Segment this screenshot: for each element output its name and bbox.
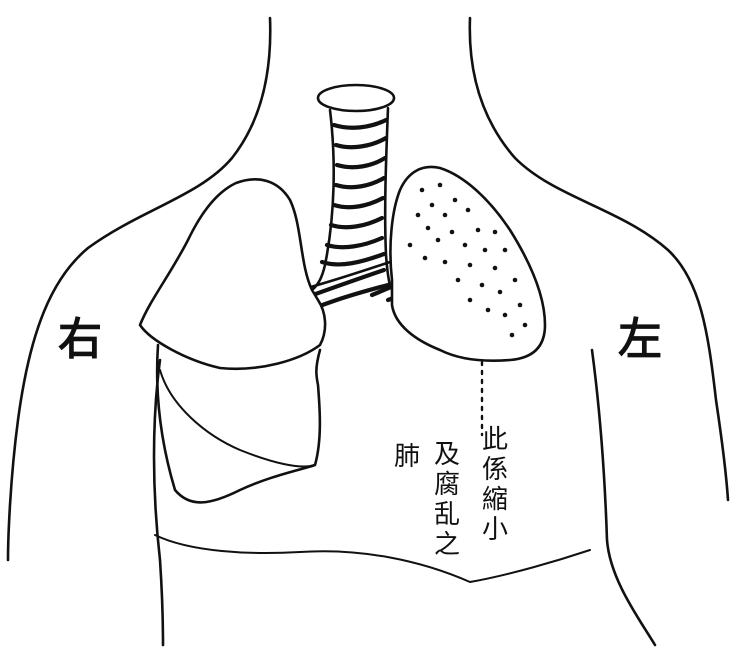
left-lung [390, 167, 545, 361]
annotation-column-3: 肺 [392, 442, 422, 472]
trachea-top-ring [318, 85, 394, 111]
right-lung [140, 179, 325, 502]
right-side-label: 右 [58, 318, 102, 362]
left-side-label: 左 [618, 318, 662, 362]
torso-left-arm-inner-line [592, 350, 655, 645]
annotation-column-1: 此係縮小 [480, 425, 510, 545]
abdomen-line [155, 535, 590, 582]
annotation-column-2: 及腐乱之 [432, 440, 462, 560]
